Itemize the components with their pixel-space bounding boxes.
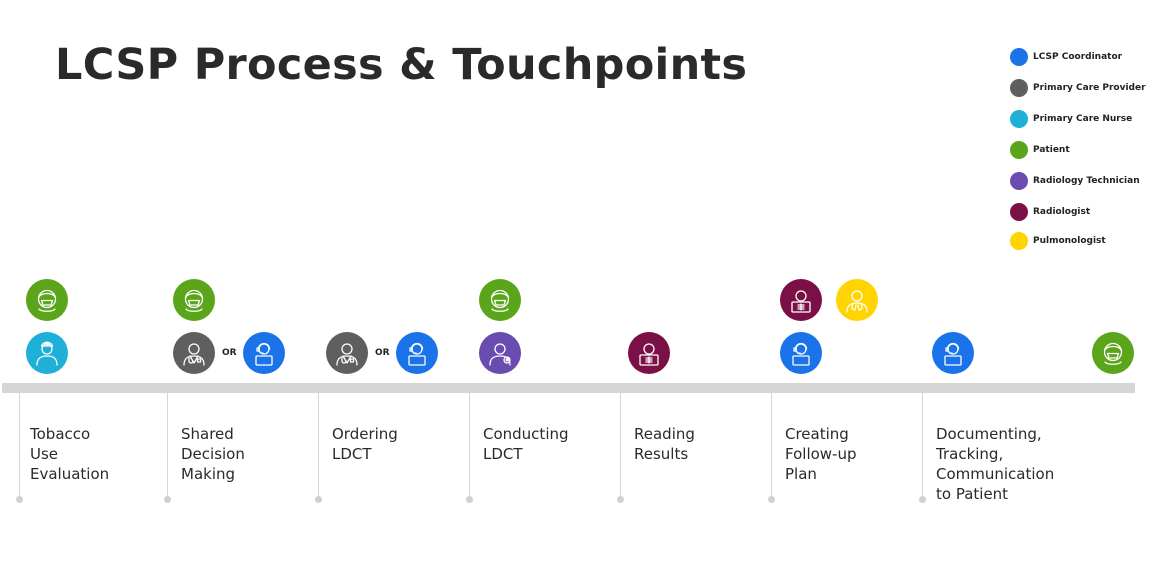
- legend-label: Primary Care Provider: [1033, 83, 1146, 93]
- step-label: Shared Decision Making: [181, 425, 245, 483]
- lcsp-coordinator-icon: [396, 332, 438, 374]
- legend-swatch: [1010, 172, 1028, 190]
- legend-item-primary-care-provider: Primary Care Provider: [1010, 79, 1146, 97]
- radiologist-icon: [628, 332, 670, 374]
- or-label: OR: [375, 348, 390, 358]
- legend-label: Pulmonologist: [1033, 236, 1106, 246]
- legend-swatch: [1010, 110, 1028, 128]
- step-label: Documenting, Tracking, Communication to …: [936, 425, 1055, 503]
- timeline-tick: [620, 393, 621, 497]
- primary-care-provider-icon: [326, 332, 368, 374]
- patient-icon: [1092, 332, 1134, 374]
- timeline-tick: [922, 393, 923, 497]
- lcsp-coordinator-icon: [780, 332, 822, 374]
- step-label: Tobacco Use Evaluation: [30, 425, 110, 483]
- pulmonologist-icon: [836, 279, 878, 321]
- legend-swatch: [1010, 48, 1028, 66]
- step-label: Reading Results: [634, 425, 695, 463]
- legend-item-patient: Patient: [1010, 141, 1070, 159]
- page-title: LCSP Process & Touchpoints: [55, 40, 748, 90]
- legend-swatch: [1010, 141, 1028, 159]
- lcsp-coordinator-icon: [932, 332, 974, 374]
- timeline-tick-dot: [768, 496, 775, 503]
- timeline-tick-dot: [16, 496, 23, 503]
- radiology-technician-icon: [479, 332, 521, 374]
- legend-label: Radiologist: [1033, 207, 1091, 217]
- legend-label: Radiology Technician: [1033, 176, 1140, 186]
- timeline-tick: [167, 393, 168, 497]
- timeline-tick-dot: [466, 496, 473, 503]
- step-label: Ordering LDCT: [332, 425, 398, 463]
- primary-care-nurse-icon: [26, 332, 68, 374]
- legend-swatch: [1010, 79, 1028, 97]
- radiologist-icon: [780, 279, 822, 321]
- legend-label: Patient: [1033, 145, 1070, 155]
- legend-item-radiologist: Radiologist: [1010, 203, 1090, 221]
- timeline-tick: [771, 393, 772, 497]
- patient-icon: [479, 279, 521, 321]
- or-label: OR: [222, 348, 237, 358]
- legend-item-radiology-technician: Radiology Technician: [1010, 172, 1140, 190]
- patient-icon: [26, 279, 68, 321]
- legend-label: LCSP Coordinator: [1033, 52, 1123, 62]
- timeline-tick: [469, 393, 470, 497]
- timeline-tick: [318, 393, 319, 497]
- timeline-tick-dot: [315, 496, 322, 503]
- step-label: Creating Follow-up Plan: [785, 425, 857, 483]
- timeline-tick-dot: [617, 496, 624, 503]
- legend-label: Primary Care Nurse: [1033, 114, 1133, 124]
- timeline-tick-dot: [164, 496, 171, 503]
- primary-care-provider-icon: [173, 332, 215, 374]
- timeline-tick: [19, 393, 20, 497]
- lcsp-coordinator-icon: [243, 332, 285, 374]
- legend-item-pulmonologist: Pulmonologist: [1010, 232, 1106, 250]
- step-label: Conducting LDCT: [483, 425, 569, 463]
- legend-swatch: [1010, 203, 1028, 221]
- legend-swatch: [1010, 232, 1028, 250]
- patient-icon: [173, 279, 215, 321]
- timeline-bar: [2, 383, 1135, 393]
- timeline-tick-dot: [919, 496, 926, 503]
- legend-item-lcsp-coordinator: LCSP Coordinator: [1010, 48, 1122, 66]
- legend-item-primary-care-nurse: Primary Care Nurse: [1010, 110, 1132, 128]
